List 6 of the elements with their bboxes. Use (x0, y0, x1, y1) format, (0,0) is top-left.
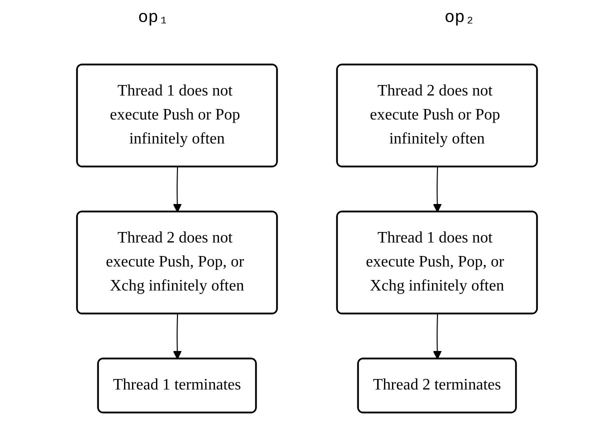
arrow (432, 314, 442, 360)
arrow (172, 314, 182, 360)
column-heading: op₁ (138, 8, 169, 28)
column-heading: op₂ (444, 8, 476, 28)
arrow (172, 166, 182, 212)
arrow (432, 166, 442, 212)
